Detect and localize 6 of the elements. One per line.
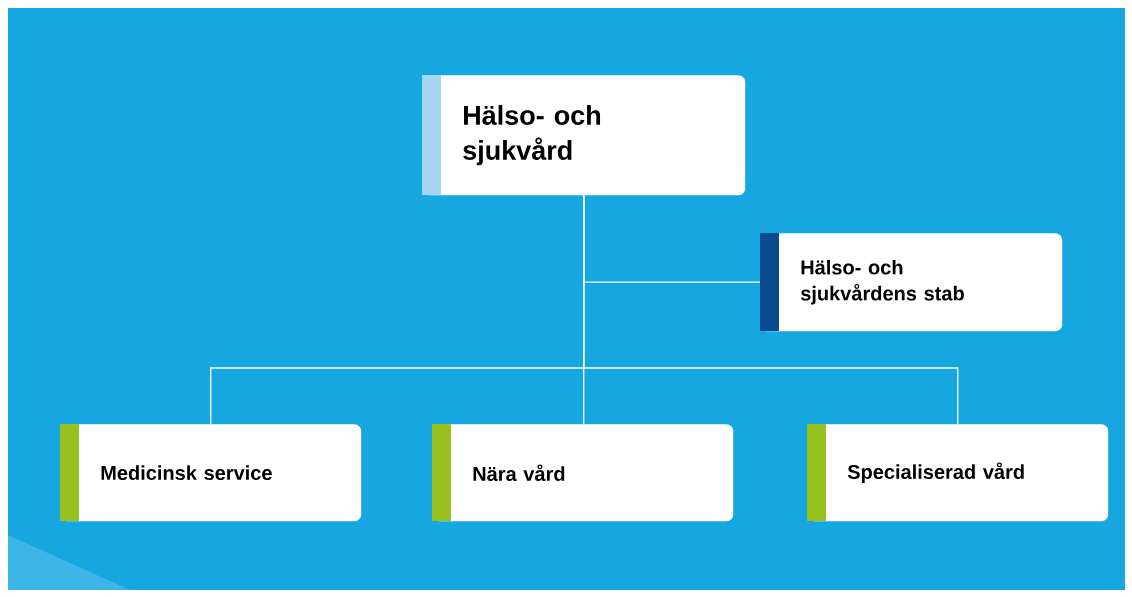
- org-box: Medicinsk service: [60, 424, 362, 522]
- org-box: Hälso- och sjukvård: [422, 75, 746, 196]
- org-box: Hälso- och sjukvårdens stab: [760, 233, 1063, 332]
- org-box: Specialiserad vård: [807, 424, 1109, 522]
- connector-line: [583, 194, 959, 425]
- org-box: Nära vård: [432, 424, 734, 522]
